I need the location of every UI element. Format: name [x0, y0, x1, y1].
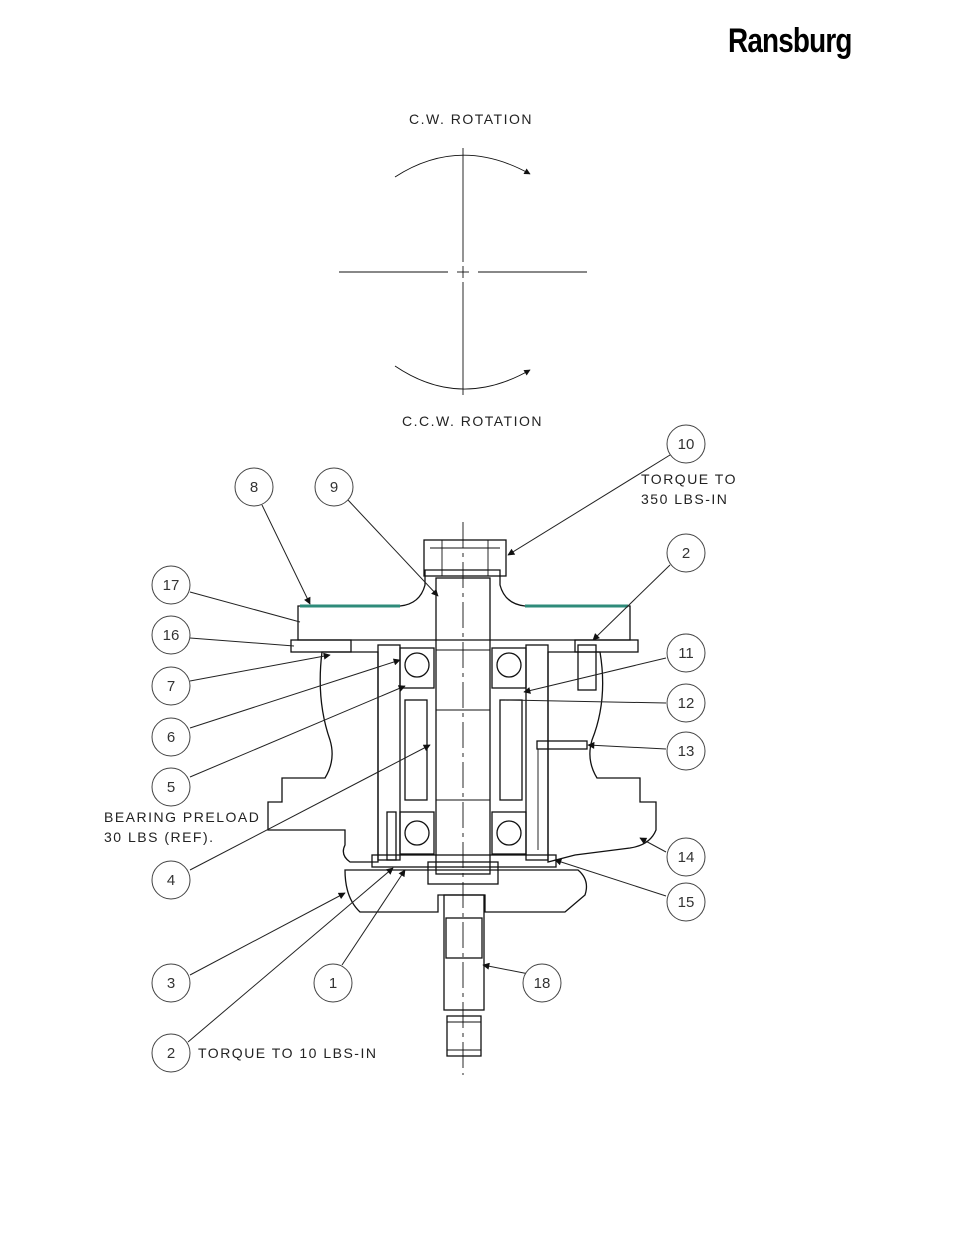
svg-text:2: 2	[167, 1045, 175, 1062]
svg-text:7: 7	[167, 678, 175, 695]
set-screw	[537, 741, 587, 749]
bearing-spacer-right	[500, 700, 522, 800]
svg-text:13: 13	[678, 743, 695, 760]
leader-14	[640, 838, 666, 852]
leader-lines	[188, 455, 670, 1042]
balloon-2-bottom: 2	[152, 1034, 190, 1072]
upper-bearing-ball-left	[405, 653, 429, 677]
ccw-rotation-label: C.C.W. ROTATION	[402, 413, 543, 429]
lower-bearing-ball-left	[405, 821, 429, 845]
leader-6	[190, 660, 400, 728]
leader-17	[190, 592, 300, 622]
inner-sleeve-left	[378, 645, 400, 860]
leader-12	[505, 700, 666, 703]
torque-note-top-line1: TORQUE TO	[641, 471, 737, 487]
svg-text:10: 10	[678, 436, 695, 453]
preload-note-line1: BEARING PRELOAD	[104, 809, 260, 825]
balloon-14: 14	[667, 838, 705, 876]
ccw-arrow-icon	[395, 366, 530, 389]
output-shaft	[444, 895, 484, 1010]
leader-16	[190, 638, 294, 646]
balloon-7: 7	[152, 667, 190, 705]
balloon-10: 10	[667, 425, 705, 463]
svg-text:1: 1	[329, 975, 337, 992]
svg-text:15: 15	[678, 894, 695, 911]
balloon-6: 6	[152, 718, 190, 756]
leader-11	[524, 658, 666, 692]
upper-bearing-ball-right	[497, 653, 521, 677]
balloon-8: 8	[235, 468, 273, 506]
svg-text:5: 5	[167, 779, 175, 796]
spacer-ring-right	[575, 640, 638, 652]
balloon-9: 9	[315, 468, 353, 506]
inner-sleeve-right	[526, 645, 548, 860]
torque-note-bottom: TORQUE TO 10 LBS-IN	[198, 1045, 377, 1061]
preload-note-line2: 30 LBS (REF).	[104, 829, 215, 845]
balloon-15: 15	[667, 883, 705, 921]
balloon-1: 1	[314, 964, 352, 1002]
part-balloons: 10 8 9 2 17 16 11 7 12 6 13 5 14 4 15 3 …	[152, 425, 705, 1072]
svg-text:11: 11	[678, 645, 694, 662]
bearing-spacer-left	[405, 700, 427, 800]
balloon-17: 17	[152, 566, 190, 604]
svg-text:14: 14	[678, 849, 695, 866]
svg-text:4: 4	[167, 872, 175, 889]
svg-text:8: 8	[250, 479, 258, 496]
balloon-13: 13	[667, 732, 705, 770]
rotation-diagram: C.W. ROTATION C.C.W. ROTATION	[339, 111, 587, 429]
svg-text:9: 9	[330, 479, 338, 496]
svg-text:3: 3	[167, 975, 175, 992]
svg-text:2: 2	[682, 545, 690, 562]
leader-4	[190, 745, 430, 870]
leader-2-top	[593, 565, 670, 640]
housing-left	[268, 652, 378, 862]
svg-text:18: 18	[534, 975, 551, 992]
spacer-ring	[291, 640, 351, 652]
output-shaft-flat	[446, 918, 482, 958]
balloon-16: 16	[152, 616, 190, 654]
dowel-pin	[387, 812, 396, 860]
leader-15	[555, 860, 666, 896]
leader-7	[190, 655, 330, 681]
balloon-5: 5	[152, 768, 190, 806]
balloon-2-top: 2	[667, 534, 705, 572]
lower-bearing-ball-right	[497, 821, 521, 845]
balloon-18: 18	[523, 964, 561, 1002]
leader-5	[190, 686, 405, 777]
cw-arrow-icon	[395, 155, 530, 177]
balloon-12: 12	[667, 684, 705, 722]
svg-text:17: 17	[163, 577, 180, 594]
notes: TORQUE TO 350 LBS-IN BEARING PRELOAD 30 …	[104, 471, 737, 1061]
balloon-3: 3	[152, 964, 190, 1002]
svg-text:12: 12	[678, 695, 695, 712]
balloon-11: 11	[667, 634, 705, 672]
cw-rotation-label: C.W. ROTATION	[409, 111, 533, 127]
svg-text:6: 6	[167, 729, 175, 746]
housing-right	[548, 652, 656, 862]
balloon-4: 4	[152, 861, 190, 899]
leader-3	[190, 893, 345, 975]
leader-2-bottom	[188, 868, 393, 1042]
torque-note-top-line2: 350 LBS-IN	[641, 491, 728, 507]
leader-13	[588, 745, 666, 749]
leader-8	[262, 505, 310, 604]
svg-text:16: 16	[163, 627, 180, 644]
